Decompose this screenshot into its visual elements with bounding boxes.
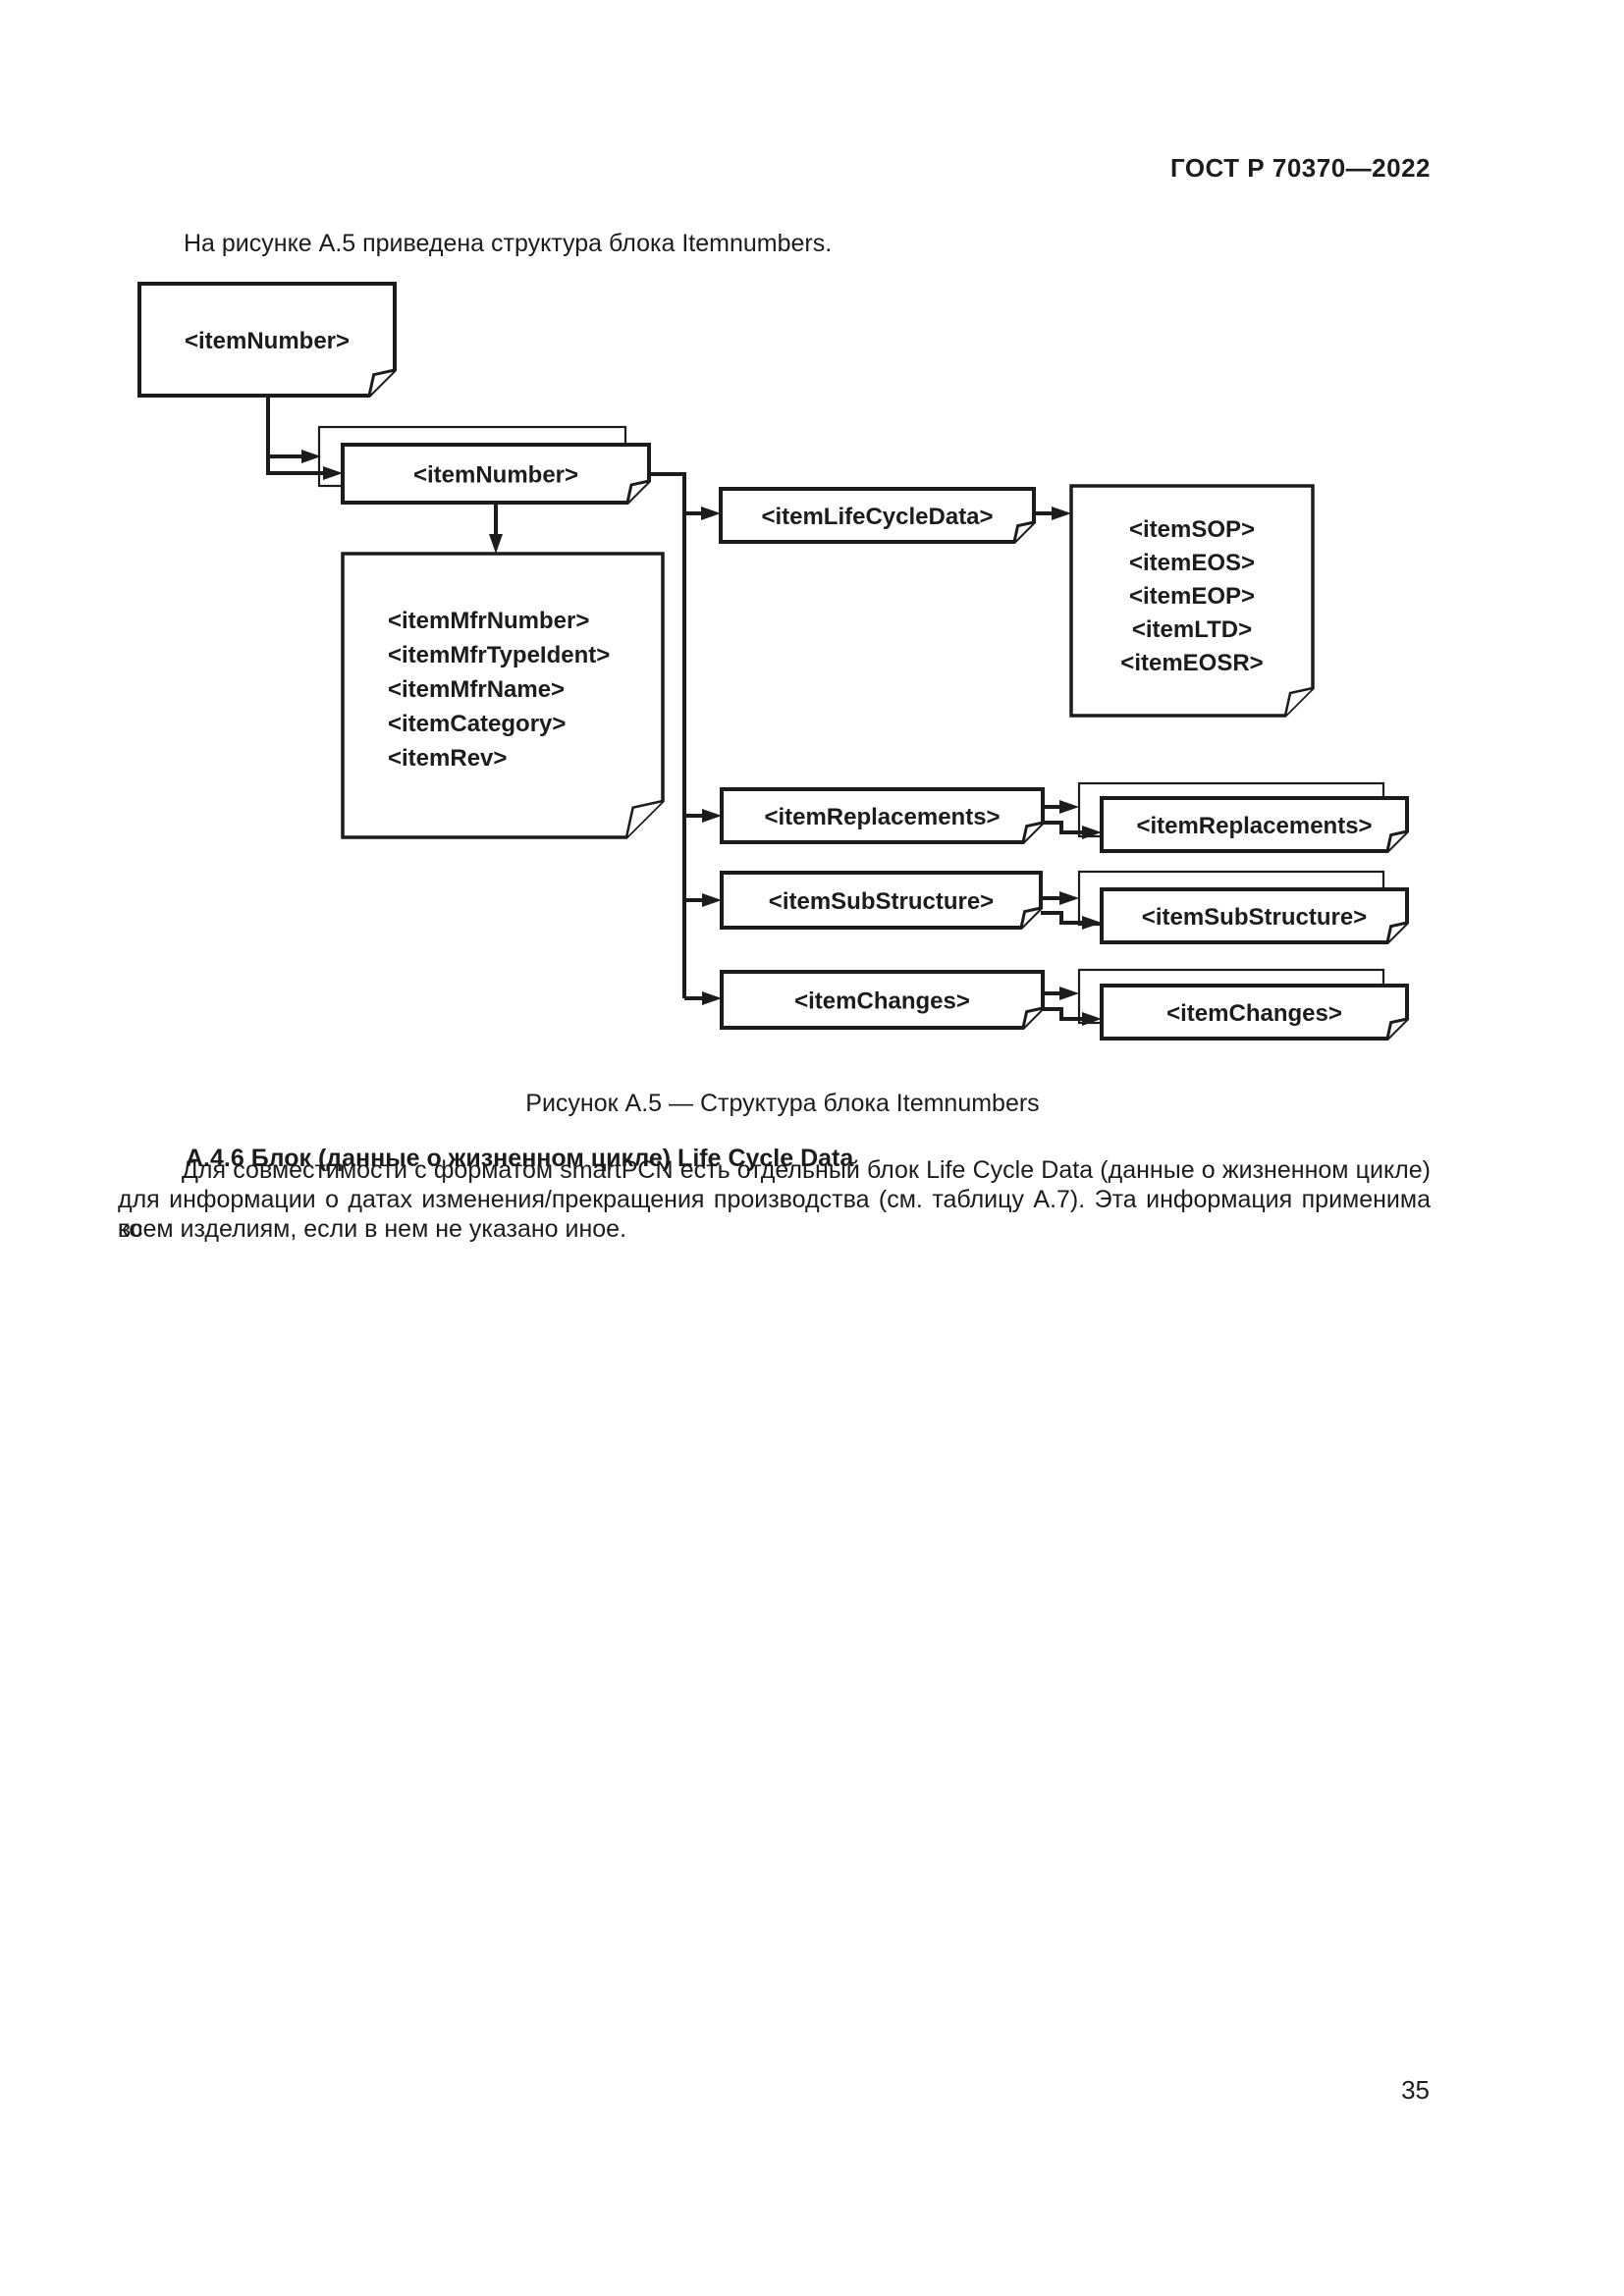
folded-corner-icon (367, 368, 396, 397)
node-item-substructure-left: <itemSubStructure> (720, 871, 1043, 930)
edge-substructure-to-back (1041, 891, 1079, 905)
edge-replacements-to-back (1043, 800, 1079, 814)
edge-root-to-stack-back (266, 396, 321, 463)
edge-spine-to-replacements (684, 809, 722, 823)
edge-spine-to-substructure (684, 893, 722, 907)
node-item-substructure-front: <itemSubStructure> (1100, 887, 1409, 944)
folded-corner-icon (624, 799, 664, 838)
edge-root-to-stack-front (266, 456, 343, 480)
arrowhead-icon (1082, 826, 1102, 839)
arrowhead-icon (489, 534, 503, 554)
edge-lifecycle-to-sop (1034, 507, 1071, 520)
paragraph-line: всем изделиям, если в нем не указано ино… (118, 1215, 627, 1243)
figure-a5-diagram: <itemNumber><itemNumber><itemMfrNumber><… (137, 282, 1409, 1041)
node-label: <itemChanges> (1166, 1000, 1342, 1027)
arrowhead-icon (1052, 507, 1071, 520)
node-label: <itemRev> (388, 745, 507, 772)
folded-corner-icon (1012, 520, 1035, 543)
folded-corner-icon (1283, 686, 1314, 717)
node-item-life-cycle-data: <itemLifeCycleData> (719, 487, 1036, 544)
arrowhead-icon (1059, 987, 1079, 1000)
arrowhead-icon (701, 507, 721, 520)
running-header: ГОСТ Р 70370—2022 (1169, 153, 1431, 183)
folded-corner-icon (1021, 1006, 1044, 1029)
node-label: <itemSOP> (1129, 516, 1255, 543)
edge-spine-to-changes (684, 991, 722, 1005)
folded-corner-icon (1385, 829, 1408, 852)
node-label: <itemCategory> (388, 711, 566, 737)
intro-text: На рисунке А.5 приведена структура блока… (184, 230, 833, 257)
edge-itemnumber-to-mfr (489, 503, 503, 554)
node-label: <itemSubStructure> (1142, 904, 1367, 931)
node-label: <itemMfrNumber> (388, 608, 589, 634)
edge-replacements-to-front (1043, 821, 1102, 839)
node-label: <itemReplacements> (1136, 813, 1372, 839)
edge-changes-to-front (1043, 1007, 1102, 1026)
node-label: <itemLTD> (1132, 616, 1252, 643)
node-label: <itemEOP> (1129, 583, 1255, 610)
arrowhead-icon (1059, 800, 1079, 814)
node-label: <itemNumber> (185, 328, 350, 354)
folded-corner-icon (1021, 821, 1044, 843)
edge-substructure-to-front (1041, 911, 1102, 930)
arrowhead-icon (702, 809, 722, 823)
arrowhead-icon (1082, 1012, 1102, 1026)
node-label: <itemMfrTypeIdent> (388, 642, 610, 668)
folded-corner-icon (1385, 921, 1408, 943)
folded-corner-icon (625, 479, 650, 504)
edge-spine (649, 472, 686, 998)
section-heading: А.4.6 Блок (данные о жизненном цикле) Li… (186, 1145, 854, 1172)
paragraph-line: Для совместимости с форматом smartPCN ес… (182, 1156, 1431, 1184)
node-item-sop-block: <itemSOP> <itemEOS> <itemEOP> <itemLTD> <ite… (1069, 484, 1315, 718)
node-item-number-root: <itemNumber> (137, 282, 397, 398)
edge-changes-to-back (1043, 987, 1079, 1000)
node-label: <itemEOSR> (1120, 650, 1263, 676)
body-paragraph: Для совместимости с форматом smartPCN ес… (118, 1155, 1431, 1244)
edge-spine-to-lifecycle (684, 507, 721, 520)
node-item-changes-front: <itemChanges> (1100, 984, 1409, 1041)
folded-corner-icon (1019, 906, 1042, 929)
figure-caption: Рисунок А.5 — Структура блока Itemnumber… (525, 1090, 1040, 1117)
node-item-replacements-front: <itemReplacements> (1100, 796, 1409, 853)
node-item-replacements-left: <itemReplacements> (720, 787, 1045, 844)
node-label: <itemSubStructure> (769, 888, 994, 915)
node-label: <itemReplacements> (764, 804, 1000, 830)
arrowhead-icon (702, 893, 722, 907)
node-label: <itemMfrName> (388, 676, 565, 703)
arrowhead-icon (1082, 916, 1102, 930)
node-label: <itemChanges> (794, 988, 970, 1015)
node-item-mfr-block: <itemMfrNumber> <itemMfrTypeIdent> <itemMf… (341, 552, 665, 839)
arrowhead-icon (301, 450, 321, 463)
arrowhead-icon (323, 466, 343, 480)
arrowhead-icon (1059, 891, 1079, 905)
folded-corner-icon (1385, 1017, 1408, 1040)
arrowhead-icon (702, 991, 722, 1005)
paragraph-line: для информации о датах изменения/прекращ… (118, 1186, 1431, 1243)
node-label: <itemNumber> (413, 462, 578, 489)
node-item-number-stack-front: <itemNumber> (341, 443, 651, 505)
node-label: <itemLifeCycleData> (761, 504, 993, 530)
page-number: 35 (1401, 2075, 1430, 2105)
node-item-changes-left: <itemChanges> (720, 970, 1045, 1030)
node-label: <itemEOS> (1129, 550, 1255, 576)
